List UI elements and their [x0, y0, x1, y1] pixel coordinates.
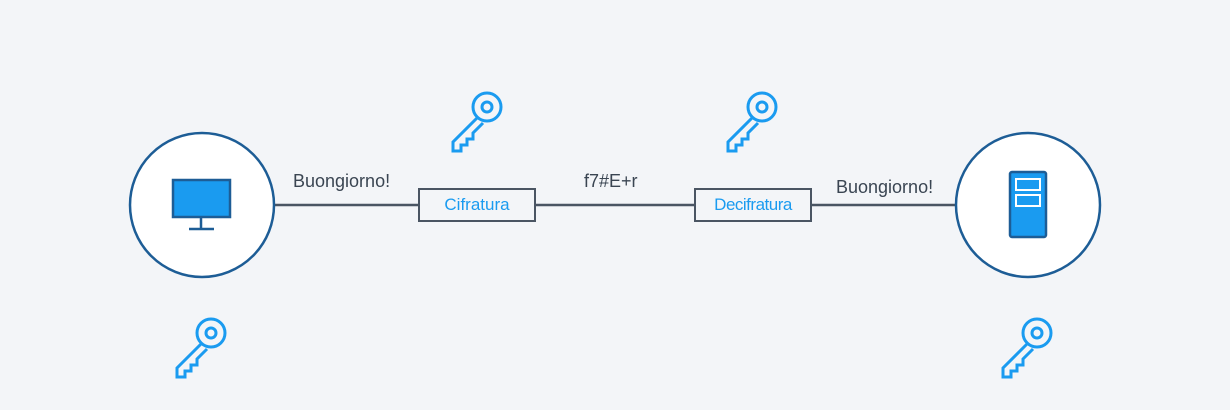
- key-icon-sender: [175, 317, 227, 379]
- monitor-icon: [171, 178, 232, 231]
- key-icon-receiver: [1001, 317, 1053, 379]
- server-icon: [1008, 170, 1048, 239]
- encrypt-label: Cifratura: [444, 195, 510, 214]
- ciphertext-label: f7#E+r: [584, 171, 638, 191]
- decrypt-box: Decifratura: [694, 188, 812, 222]
- receiver-node: [954, 131, 1102, 279]
- key-icon-encrypt: [451, 91, 503, 153]
- encrypt-box: Cifratura: [418, 188, 536, 222]
- key-icon-decrypt: [726, 91, 778, 153]
- plaintext-label-right: Buongiorno!: [836, 177, 934, 197]
- sender-node: [128, 131, 276, 279]
- plaintext-label-left: Buongiorno!: [293, 171, 391, 191]
- decrypt-label: Decifratura: [714, 195, 792, 214]
